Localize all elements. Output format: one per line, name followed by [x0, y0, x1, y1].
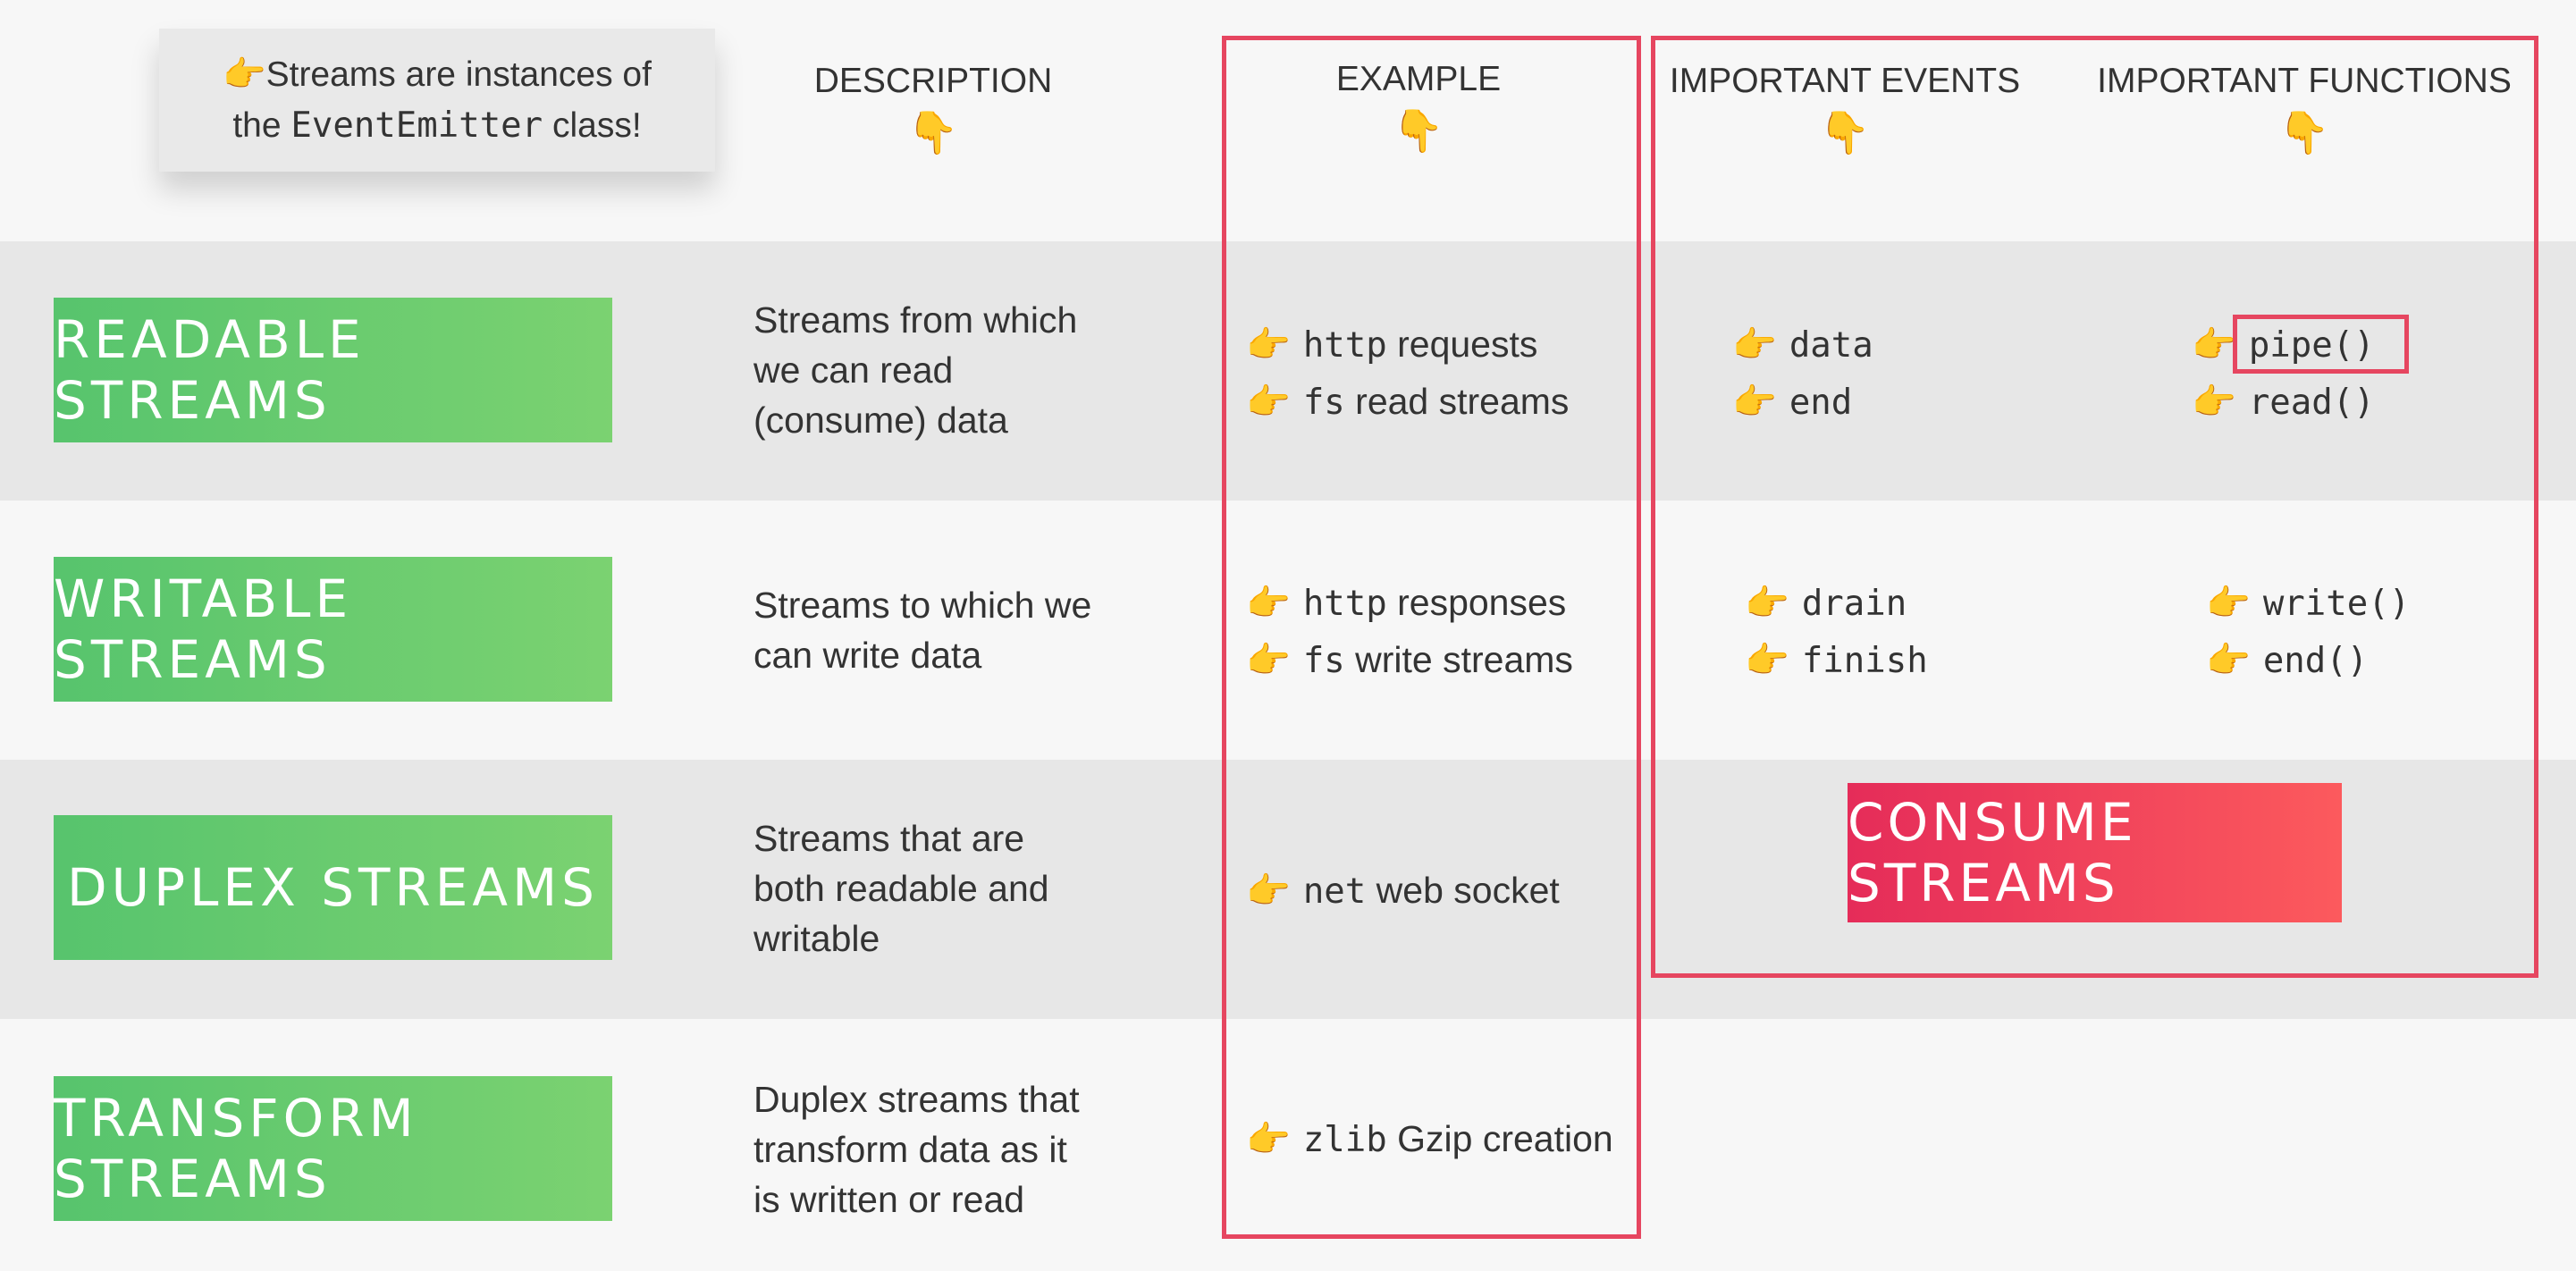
event-item: 👉 data	[1732, 316, 1873, 374]
function-item: 👉 end()	[2206, 632, 2410, 689]
function-name: end()	[2262, 641, 2369, 681]
event-name: finish	[1801, 641, 1928, 681]
transform-examples: 👉 zlib Gzip creation	[1246, 1111, 1613, 1168]
readable-examples: 👉 http requests 👉 fs read streams	[1246, 316, 1569, 431]
pointing-right-icon: 👉	[1745, 641, 1789, 680]
event-item: 👉 end	[1732, 374, 1873, 431]
description-line: (consume) data	[753, 400, 1008, 441]
event-name: end	[1789, 383, 1853, 423]
pointing-right-icon: 👉	[223, 55, 266, 94]
example-code: http	[1302, 325, 1387, 366]
pointing-right-icon: 👉	[1246, 1120, 1291, 1159]
function-item: 👉 read()	[2192, 374, 2375, 431]
pointing-right-icon: 👉	[2192, 383, 2236, 422]
event-item: 👉 finish	[1745, 632, 1928, 689]
description-line: we can read	[753, 349, 954, 391]
readable-streams-label: READABLE STREAMS	[54, 298, 612, 442]
description-line: Streams that are	[753, 818, 1025, 859]
example-code: fs	[1302, 383, 1345, 423]
example-text: web socket	[1366, 870, 1560, 911]
example-code: http	[1302, 584, 1387, 624]
eventemitter-note: 👉Streams are instances of the EventEmitt…	[159, 29, 715, 172]
note-code-eventemitter: EventEmitter	[290, 105, 543, 146]
example-item: 👉 fs read streams	[1246, 374, 1569, 431]
pointing-right-icon: 👉	[1745, 584, 1789, 623]
pointing-down-icon: 👇	[1393, 107, 1444, 154]
note-line-1: Streams are instances of	[265, 55, 652, 94]
header-description-label: DESCRIPTION	[813, 62, 1053, 100]
pointing-right-icon: 👉	[1246, 641, 1291, 680]
pointing-right-icon: 👉	[2206, 584, 2251, 623]
description-line: Streams to which we	[753, 585, 1092, 626]
pointing-down-icon: 👇	[907, 109, 959, 156]
example-text: Gzip creation	[1386, 1118, 1613, 1159]
header-important-events: IMPORTANT EVENTS 👇	[1612, 59, 2077, 161]
pointing-right-icon: 👉	[2206, 641, 2251, 680]
writable-events: 👉 drain 👉 finish	[1745, 575, 1928, 689]
header-important-functions: IMPORTANT FUNCTIONS 👇	[2072, 59, 2537, 161]
writable-streams-label: WRITABLE STREAMS	[54, 557, 612, 702]
description-line: Streams from which	[753, 299, 1078, 341]
duplex-description: Streams that are both readable and writa…	[753, 813, 1147, 964]
pointing-down-icon: 👇	[2278, 109, 2330, 156]
transform-description: Duplex streams that transform data as it…	[753, 1074, 1147, 1225]
readable-events: 👉 data 👉 end	[1732, 316, 1873, 431]
example-code: zlib	[1302, 1120, 1387, 1160]
function-name: pipe()	[2248, 325, 2375, 366]
pointing-right-icon: 👉	[1246, 584, 1291, 623]
header-example: EXAMPLE 👇	[1186, 57, 1651, 159]
example-item: 👉 http responses	[1246, 575, 1573, 632]
header-important-functions-label: IMPORTANT FUNCTIONS	[2097, 62, 2512, 100]
duplex-streams-label: DUPLEX STREAMS	[54, 815, 612, 960]
example-item: 👉 net web socket	[1246, 863, 1560, 920]
header-description: DESCRIPTION 👇	[701, 59, 1166, 161]
example-column-highlight	[1222, 36, 1641, 1239]
event-name: data	[1789, 325, 1873, 366]
pointing-right-icon: 👉	[1732, 383, 1777, 422]
writable-description: Streams to which we can write data	[753, 580, 1147, 680]
example-text: write streams	[1344, 639, 1573, 680]
transform-streams-label: TRANSFORM STREAMS	[54, 1076, 612, 1221]
example-text: read streams	[1344, 381, 1570, 422]
description-line: is written or read	[753, 1179, 1025, 1220]
example-item: 👉 zlib Gzip creation	[1246, 1111, 1613, 1168]
event-item: 👉 drain	[1745, 575, 1928, 632]
description-line: Duplex streams that	[753, 1079, 1080, 1120]
function-name: write()	[2262, 584, 2411, 624]
pointing-down-icon: 👇	[1819, 109, 1871, 156]
readable-description: Streams from which we can read (consume)…	[753, 295, 1147, 445]
writable-functions: 👉 write() 👉 end()	[2206, 575, 2410, 689]
duplex-examples: 👉 net web socket	[1246, 863, 1560, 920]
example-text: requests	[1386, 324, 1538, 365]
function-item: 👉 write()	[2206, 575, 2410, 632]
function-item: 👉 pipe()	[2192, 316, 2375, 374]
pointing-right-icon: 👉	[1246, 383, 1291, 422]
description-line: both readable and	[753, 868, 1049, 909]
event-name: drain	[1801, 584, 1907, 624]
header-example-label: EXAMPLE	[1335, 60, 1502, 98]
example-code: fs	[1302, 641, 1345, 681]
description-line: writable	[753, 918, 880, 959]
description-line: transform data as it	[753, 1129, 1067, 1170]
header-important-events-label: IMPORTANT EVENTS	[1669, 62, 2021, 100]
function-name: read()	[2248, 383, 2375, 423]
example-code: net	[1302, 871, 1367, 912]
note-line-2-prefix: the	[232, 106, 291, 145]
pointing-right-icon: 👉	[1246, 871, 1291, 911]
example-item: 👉 fs write streams	[1246, 632, 1573, 689]
pointing-right-icon: 👉	[1246, 325, 1291, 365]
example-text: responses	[1386, 582, 1567, 623]
pipe-function-highlight	[2233, 315, 2409, 374]
example-item: 👉 http requests	[1246, 316, 1569, 374]
pointing-right-icon: 👉	[2192, 325, 2236, 365]
note-line-2-suffix: class!	[543, 106, 642, 145]
writable-examples: 👉 http responses 👉 fs write streams	[1246, 575, 1573, 689]
events-functions-highlight	[1651, 36, 2538, 978]
readable-functions: 👉 pipe() 👉 read()	[2192, 316, 2375, 431]
description-line: can write data	[753, 635, 982, 676]
pointing-right-icon: 👉	[1732, 325, 1777, 365]
consume-streams-label: CONSUME STREAMS	[1848, 783, 2342, 922]
